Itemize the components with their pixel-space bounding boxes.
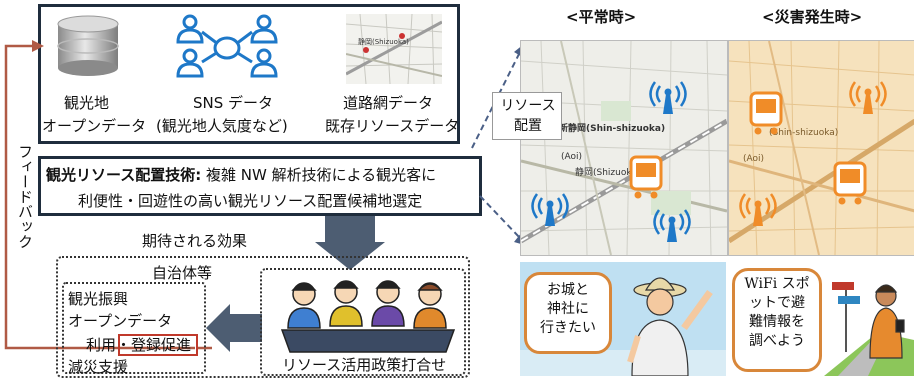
municipality-item-tourism: 観光振興 xyxy=(68,290,129,308)
source-1-line2: オープンデータ xyxy=(42,117,147,135)
expected-effect-label: 期待される効果 xyxy=(142,232,248,250)
left-arrow xyxy=(206,304,262,352)
source-1-line1: 観光地 xyxy=(64,94,110,112)
tourist-speech-bubble: お城と 神社に 行きたい xyxy=(524,272,612,354)
evacuee-speech-bubble: WiFi スポ ットで避 難情報を 調べよう xyxy=(732,268,822,372)
municipality-item-opendata: オープンデータ xyxy=(68,312,173,330)
disaster-map-shin: (Shin-shizuoka) xyxy=(769,128,839,138)
road-map-icon: 静岡(Shizuoka) xyxy=(346,14,442,84)
municipality-item-disaster: 減災支援 xyxy=(68,358,129,376)
technology-description: 複雑 NW 解析技術による観光客に xyxy=(206,166,437,184)
meeting-label: リソース活用政策打合せ xyxy=(282,356,447,374)
disaster-title: <災害発生時> xyxy=(762,8,863,26)
resource-placement-callout xyxy=(492,92,562,140)
tourist-illustration xyxy=(520,277,726,376)
wifi-antenna-icon xyxy=(649,81,687,114)
wifi-antenna-icon xyxy=(653,209,691,242)
meeting-box xyxy=(260,268,466,376)
bus-icon xyxy=(833,161,867,205)
evacuee-illustration xyxy=(824,282,914,376)
source-3-line1: 道路網データ xyxy=(343,94,434,112)
source-2-line2: (観光地人気度など) xyxy=(156,117,288,135)
municipality-box xyxy=(62,282,206,374)
bus-icon xyxy=(629,155,663,199)
technology-box xyxy=(38,156,482,216)
source-2-line1: SNS データ xyxy=(193,94,274,112)
wifi-antenna-icon xyxy=(531,193,569,226)
wifi-antenna-icon xyxy=(739,193,777,226)
normal-title: <平常時> xyxy=(566,8,637,26)
evacuee-speech-text: WiFi スポ ットで避 難情報を 調べよう xyxy=(744,276,810,349)
feedback-label: フィードバック xyxy=(16,144,34,249)
tourist-speech-text: お城と 神社に 行きたい xyxy=(540,282,596,336)
effect-box xyxy=(56,256,470,378)
normal-map-aoi: (Aoi) xyxy=(561,152,583,162)
source-3-line2: 既存リソースデータ xyxy=(325,117,460,135)
disaster-map-aoi: (Aoi) xyxy=(743,154,765,164)
technology-line1: 観光リソース配置技術: 複雑 NW 解析技術による観光客に xyxy=(46,168,436,183)
normal-map-roads xyxy=(521,41,727,255)
bus-icon xyxy=(749,91,783,135)
resource-placement-label: リソース 配置 xyxy=(500,98,556,134)
municipality-item-promotion: 利用・登録促進 xyxy=(86,336,192,354)
normal-map: 新静岡(Shin-shizuoka) (Aoi) 静岡(Shizuoka) xyxy=(520,40,728,256)
data-sources-box xyxy=(38,4,460,144)
normal-map-station: 静岡(Shizuoka) xyxy=(575,168,641,178)
map-thumb-label: 静岡(Shizuoka) xyxy=(358,37,409,46)
technology-title: 観光リソース配置技術: xyxy=(46,166,202,184)
social-network-icon xyxy=(176,14,278,78)
normal-map-shin-station: 新静岡(Shin-shizuoka) xyxy=(559,124,666,134)
database-icon xyxy=(57,15,119,76)
municipality-title: 自治体等 xyxy=(152,264,213,282)
meeting-illustration xyxy=(280,280,456,353)
wifi-antenna-icon xyxy=(849,81,887,114)
technology-line2: 利便性・回遊性の高い観光リソース配置候補地選定 xyxy=(78,192,423,210)
registration-highlight xyxy=(118,334,198,356)
